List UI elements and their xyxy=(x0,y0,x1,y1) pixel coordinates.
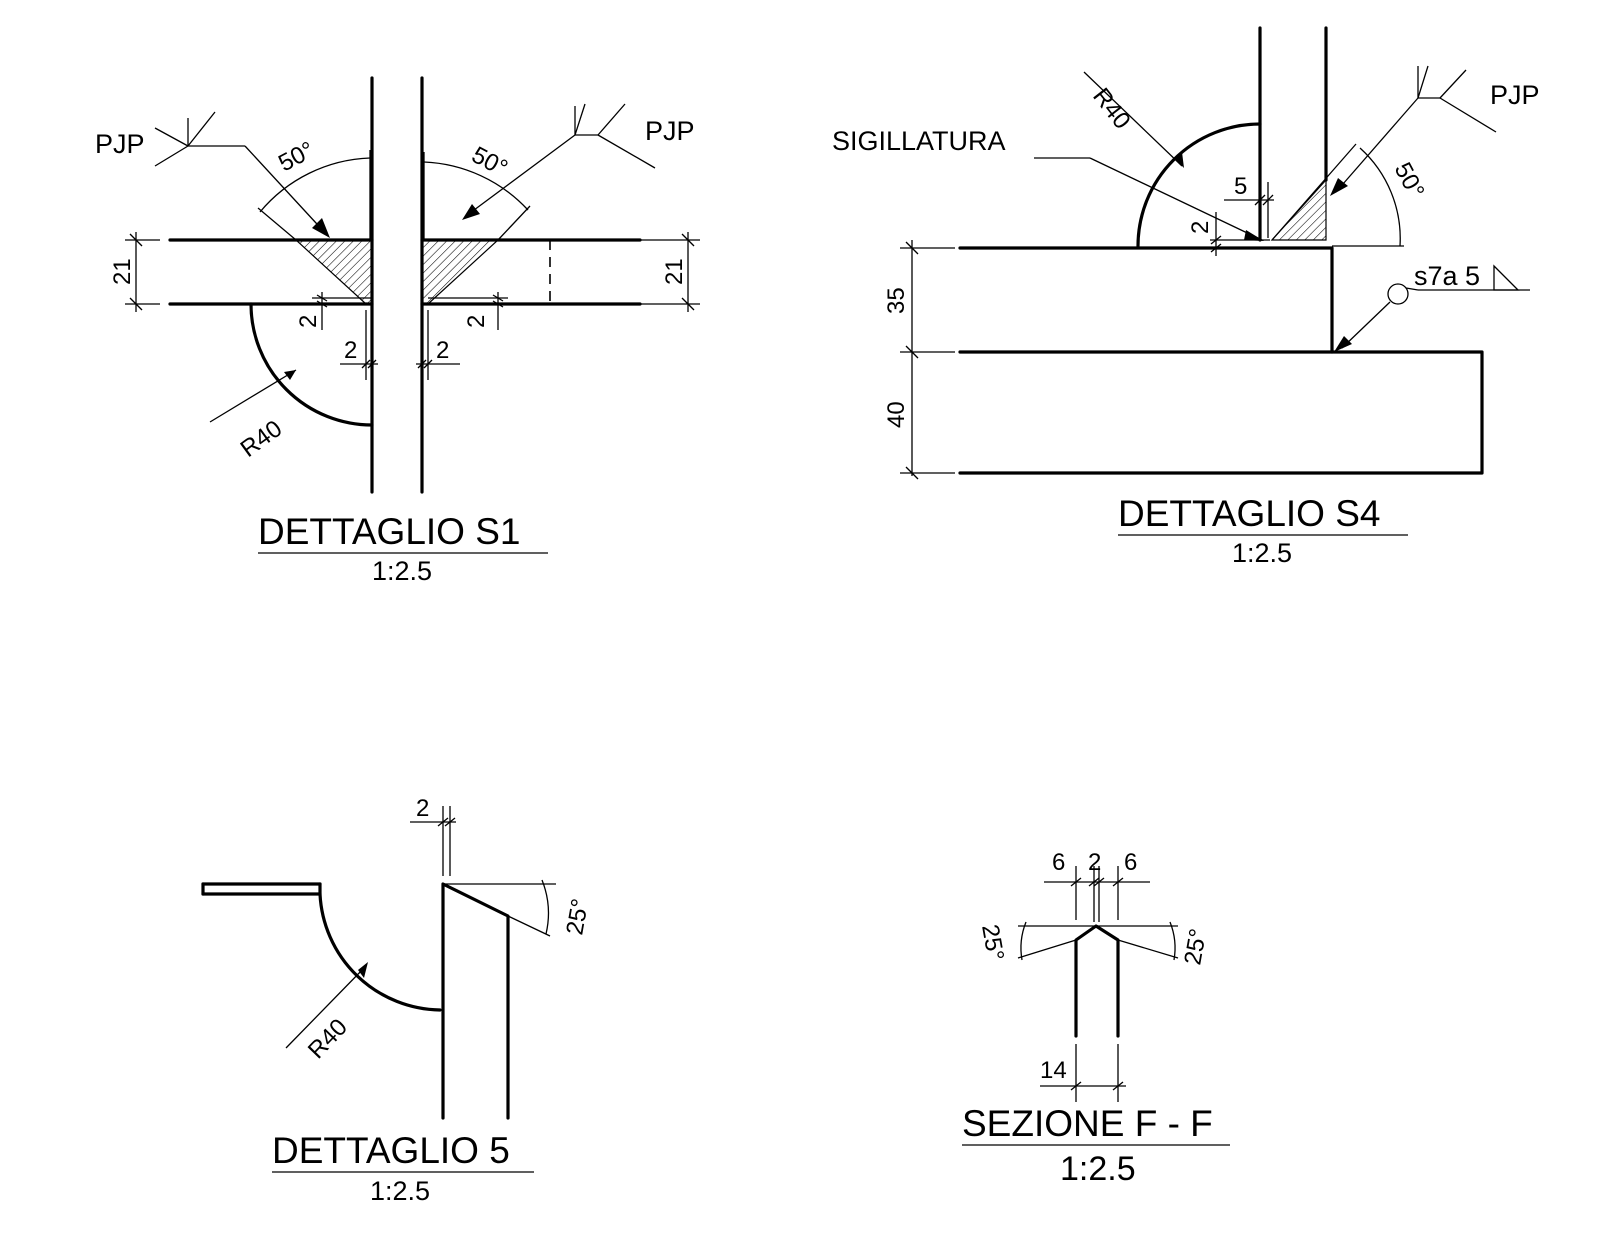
s1-radius: R40 xyxy=(236,415,287,463)
weld-right-hatch xyxy=(421,239,500,305)
s1-gap-left-v: 2 xyxy=(295,315,322,328)
s1-angle-right: 50° xyxy=(467,141,512,182)
d5-title: DETTAGLIO 5 xyxy=(272,1130,510,1171)
detail-s4: R40 PJP 50° SIGILLATURA 5 2 xyxy=(832,26,1540,568)
s4-weld-label: PJP xyxy=(1490,80,1540,110)
s1-weld-right-label: PJP xyxy=(645,116,695,146)
arrow-icon xyxy=(1330,178,1348,196)
d5-radius: R40 xyxy=(303,1014,353,1064)
detail-5: R40 2 25° DETTAGLIO 5 1:2.5 xyxy=(201,795,594,1206)
s1-gap-right-h: 2 xyxy=(436,337,449,364)
s4-dim-2: 2 xyxy=(1187,221,1214,234)
d5-scale: 1:2.5 xyxy=(370,1176,430,1206)
s1-title: DETTAGLIO S1 xyxy=(258,511,521,552)
s4-dim-40: 40 xyxy=(883,401,910,428)
s1-scale: 1:2.5 xyxy=(372,556,432,586)
d5-angle: 25° xyxy=(561,897,594,937)
d5-dim-2: 2 xyxy=(416,795,429,822)
detail-s1: R40 PJP 50° PJP 50° 21 xyxy=(95,76,700,586)
s4-radius: R40 xyxy=(1087,83,1135,134)
s1-thickness-left: 21 xyxy=(109,258,136,285)
arrow-icon xyxy=(462,204,480,220)
section-ff: 6 2 6 25° 25° 14 SEZIONE F - F 1:2.5 xyxy=(962,849,1230,1188)
s4-scale: 1:2.5 xyxy=(1232,538,1292,568)
s4-seal-label: SIGILLATURA xyxy=(832,126,1006,156)
s4-dim-35: 35 xyxy=(883,287,910,314)
ff-scale: 1:2.5 xyxy=(1060,1150,1136,1188)
s4-dim-5: 5 xyxy=(1234,173,1247,200)
ff-angle-left: 25° xyxy=(976,922,1009,962)
ff-dim-6-left: 6 xyxy=(1052,849,1065,876)
ff-dim-2: 2 xyxy=(1088,849,1101,876)
s1-thickness-right: 21 xyxy=(661,258,688,285)
s4-title: DETTAGLIO S4 xyxy=(1118,493,1381,534)
weld-left-hatch xyxy=(294,239,373,305)
s1-gap-right-v: 2 xyxy=(463,315,490,328)
ff-dim-6-right: 6 xyxy=(1124,849,1137,876)
ff-angle-right: 25° xyxy=(1179,927,1212,967)
arrow-icon xyxy=(1334,336,1352,352)
s1-weld-left-label: PJP xyxy=(95,129,145,159)
s1-gap-left-h: 2 xyxy=(344,337,357,364)
ff-title: SEZIONE F - F xyxy=(962,1103,1213,1144)
s4-angle: 50° xyxy=(1389,158,1430,203)
arrow-icon xyxy=(312,218,330,238)
s4-fillet-label: s7a 5 xyxy=(1414,261,1480,291)
ff-dim-14: 14 xyxy=(1040,1057,1067,1084)
